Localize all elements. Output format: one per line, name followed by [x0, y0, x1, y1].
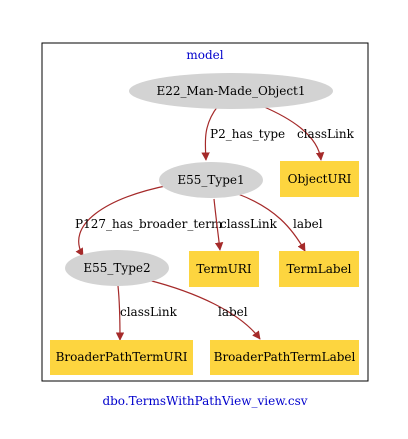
- edge-p2-has-type: [201, 105, 219, 161]
- edge-broaderuri-classlink: [115, 285, 125, 341]
- edge-label-broaderlabel-label: label: [218, 305, 248, 319]
- node-e55-type2: E55_Type2: [65, 250, 169, 286]
- svg-text:E55_Type1: E55_Type1: [177, 173, 244, 187]
- edge-termuri-classlink: [213, 198, 224, 251]
- svg-text:BroaderPathTermURI: BroaderPathTermURI: [56, 350, 188, 364]
- node-e55-type1: E55_Type1: [159, 162, 263, 198]
- edge-broaderlabel-label: [147, 279, 261, 340]
- edge-label-p127-has-broader-term: P127_has_broader_term: [75, 217, 223, 231]
- svg-text:TermURI: TermURI: [196, 262, 251, 276]
- node-objecturi: ObjectURI: [280, 161, 359, 197]
- node-termuri: TermURI: [189, 251, 259, 287]
- node-e22-man-made-object1: E22_Man-Made_Object1: [129, 73, 333, 109]
- svg-text:E22_Man-Made_Object1: E22_Man-Made_Object1: [157, 84, 306, 98]
- node-broaderpathtermlabel: BroaderPathTermLabel: [210, 340, 359, 375]
- edge-label-objecturi-classlink: classLink: [297, 127, 355, 141]
- svg-text:ObjectURI: ObjectURI: [288, 172, 352, 186]
- edge-objecturi-classlink: [261, 105, 325, 161]
- svg-text:E55_Type2: E55_Type2: [83, 261, 150, 275]
- svg-text:BroaderPathTermLabel: BroaderPathTermLabel: [214, 350, 356, 364]
- edge-label-broaderuri-classlink: classLink: [120, 305, 178, 319]
- node-broaderpathtermuri: BroaderPathTermURI: [50, 340, 193, 375]
- edge-label-p2-has-type: P2_has_type: [210, 127, 285, 141]
- edge-termlabel-label: [237, 193, 306, 252]
- cluster-label: model: [186, 48, 223, 62]
- edge-label-termlabel-label: label: [293, 217, 323, 231]
- edge-label-termuri-classlink: classLink: [220, 217, 278, 231]
- diagram-caption: dbo.TermsWithPathView_view.csv: [102, 394, 307, 408]
- svg-text:TermLabel: TermLabel: [286, 262, 351, 276]
- edge-p127-has-broader-term: [75, 184, 171, 257]
- node-termlabel: TermLabel: [279, 251, 359, 287]
